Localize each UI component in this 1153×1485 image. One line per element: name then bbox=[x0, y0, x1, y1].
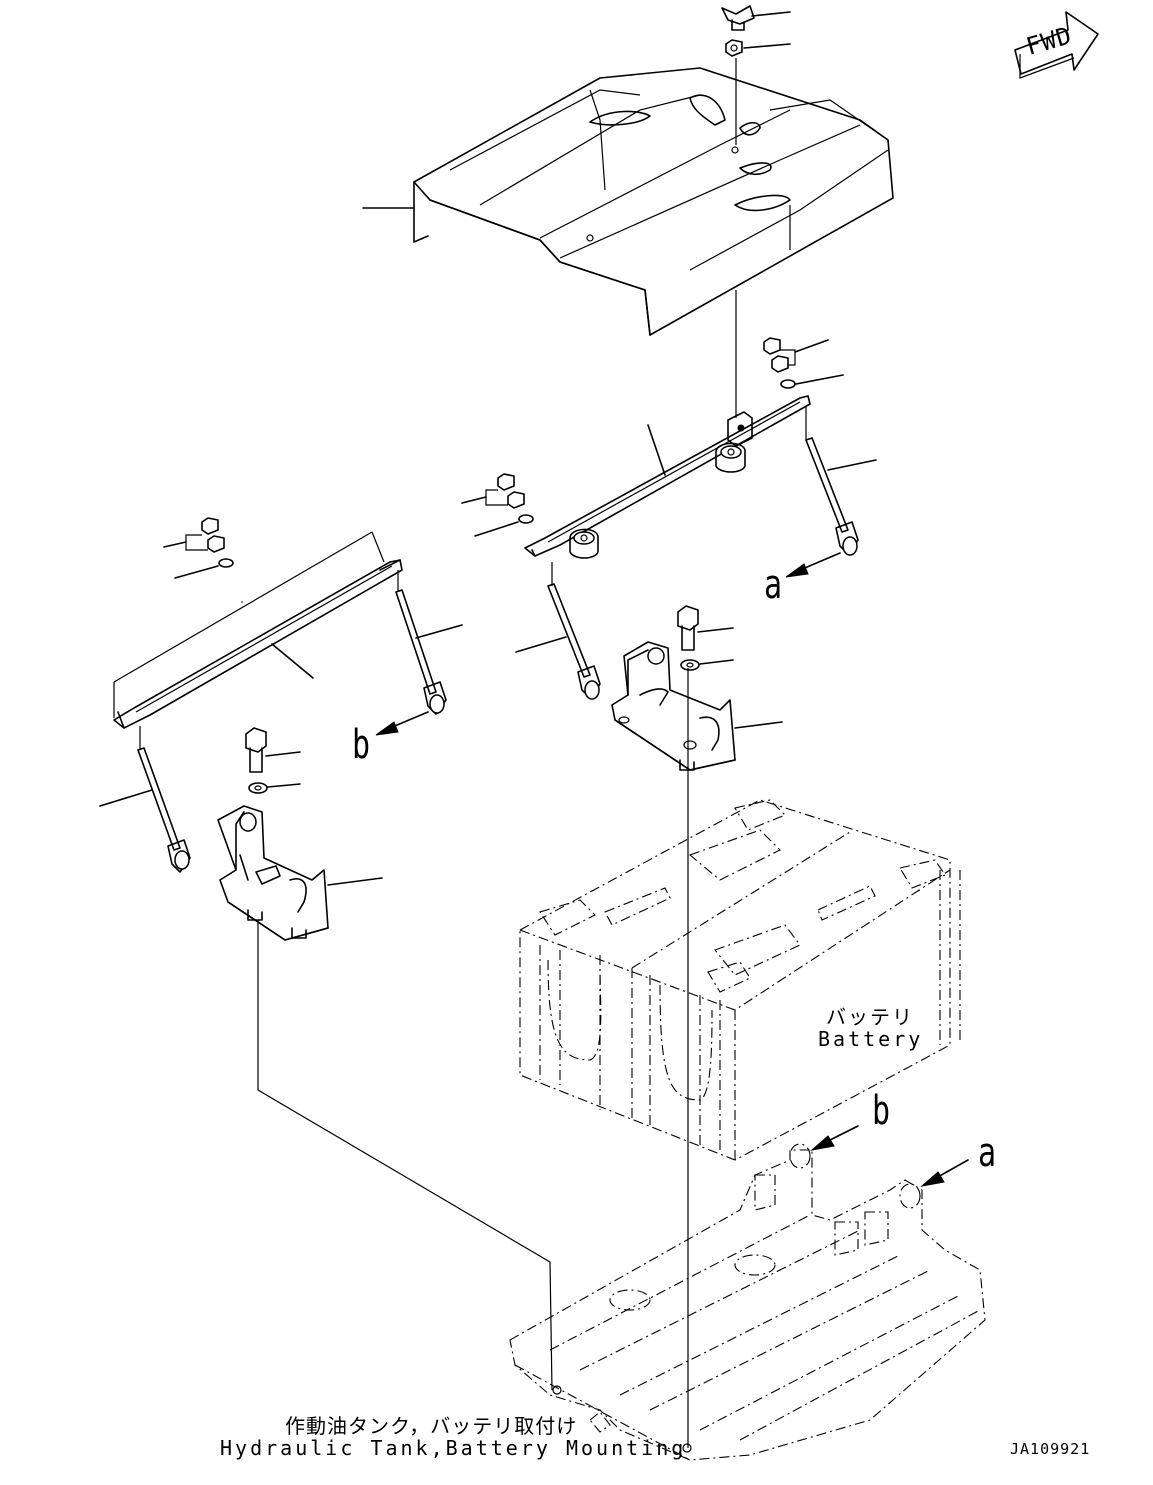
washer bbox=[218, 558, 234, 568]
leader-line bbox=[474, 521, 519, 537]
ref-arrow-a-lower bbox=[920, 1159, 969, 1187]
assembly-line-left bbox=[257, 920, 553, 1391]
caption-en: Hydraulic Tank,Battery Mounting bbox=[220, 1436, 687, 1460]
battery-pair bbox=[519, 799, 961, 1161]
ref-arrow-a-upper bbox=[785, 552, 841, 578]
leader-line bbox=[265, 751, 301, 757]
j-bolt-right-front bbox=[547, 583, 601, 700]
battery-label-jp: バッテリ bbox=[826, 1005, 914, 1029]
leader-line bbox=[99, 789, 153, 807]
leader-line bbox=[697, 627, 734, 633]
leader-line bbox=[415, 624, 463, 639]
bracket-left bbox=[217, 805, 329, 941]
washer bbox=[680, 659, 700, 671]
leader-line bbox=[163, 541, 187, 548]
leader-line bbox=[795, 374, 844, 385]
leader-line bbox=[271, 643, 314, 679]
battery-tray bbox=[509, 1143, 986, 1461]
washer bbox=[780, 379, 796, 389]
j-bolt-left-front bbox=[137, 747, 191, 873]
battery-label-en: Battery bbox=[818, 1027, 924, 1051]
leader-line bbox=[647, 424, 666, 476]
ref-label-a-lower: a bbox=[978, 1130, 997, 1176]
fwd-arrow-icon bbox=[1014, 11, 1099, 79]
leader-line bbox=[827, 459, 877, 471]
bolt-left bbox=[245, 727, 267, 773]
leader-line bbox=[734, 721, 783, 729]
wing-nut bbox=[721, 5, 755, 31]
leader-line bbox=[794, 339, 829, 353]
bolt-right bbox=[677, 605, 699, 651]
stay-bar-left bbox=[113, 559, 403, 729]
leader-line bbox=[751, 11, 791, 17]
hex-nut bbox=[725, 39, 743, 57]
j-bolt-right-rear bbox=[805, 437, 859, 556]
leader-line bbox=[515, 636, 567, 653]
stay-bar-right bbox=[524, 395, 811, 559]
ref-label-b-lower: b bbox=[872, 1088, 891, 1134]
bracket-right bbox=[611, 641, 736, 771]
battery-cover bbox=[413, 67, 894, 336]
leader-line bbox=[461, 496, 487, 504]
j-bolt-left-rear bbox=[395, 589, 447, 715]
washer bbox=[518, 514, 534, 524]
caption-jp: 作動油タンク，バッテリ取付け bbox=[285, 1414, 578, 1438]
leader-line bbox=[699, 659, 734, 665]
leader-line bbox=[267, 783, 301, 788]
leader-line bbox=[327, 877, 383, 886]
ref-arrow-b-upper bbox=[375, 711, 429, 736]
leader-line bbox=[174, 565, 219, 579]
ref-label-b-upper: b bbox=[352, 722, 371, 768]
hex-nut-pair-right bbox=[763, 337, 796, 373]
leader-line bbox=[743, 43, 791, 49]
ref-label-a-upper: a bbox=[764, 562, 783, 608]
drawing-code: JA109921 bbox=[1010, 1440, 1091, 1458]
hex-nut-pair-left bbox=[485, 473, 525, 509]
washer bbox=[248, 782, 268, 794]
dimension-line bbox=[371, 531, 385, 563]
ref-arrow-b-lower bbox=[810, 1125, 859, 1151]
hex-nut-pair-left-bar bbox=[185, 517, 225, 553]
dimension-line bbox=[113, 531, 373, 683]
